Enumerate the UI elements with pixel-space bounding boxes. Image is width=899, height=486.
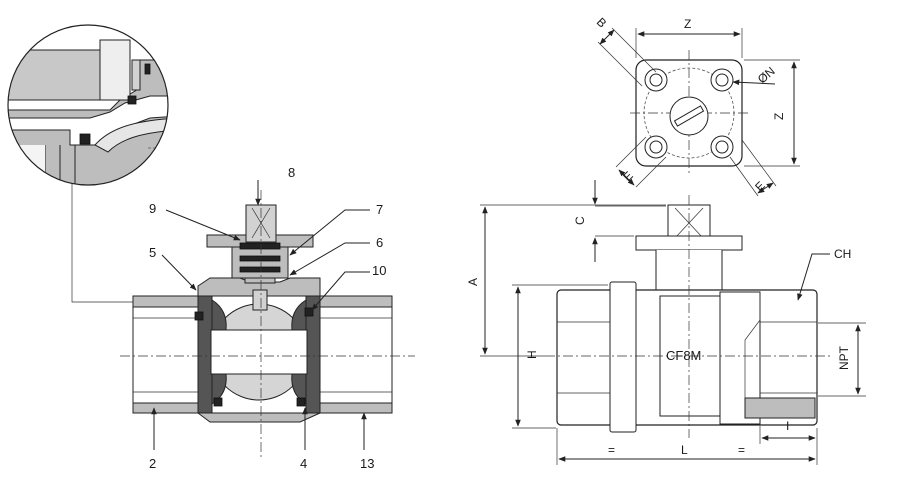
section-view: 8 9 7 6 5 10 2 4 13 xyxy=(120,165,415,471)
dim-eq-right: = xyxy=(738,443,745,457)
dim-b: B xyxy=(594,15,610,31)
part-label-9: 9 xyxy=(149,201,156,216)
dim-npt: NPT xyxy=(837,345,851,370)
part-label-13: 13 xyxy=(360,456,374,471)
dim-eq-left: = xyxy=(608,443,615,457)
dim-l: L xyxy=(681,443,688,457)
part-label-10: 10 xyxy=(372,263,386,278)
dim-c: C xyxy=(573,216,587,225)
part-label-7: 7 xyxy=(376,202,383,217)
part-label-4: 4 xyxy=(300,456,307,471)
top-view-flange: B Z Z ØN E E xyxy=(594,15,800,197)
part-label-8: 8 xyxy=(288,165,295,180)
dim-e-left: E xyxy=(620,169,636,185)
side-view: C A H CH NPT I = L = CF8M xyxy=(466,180,866,465)
dim-h: H xyxy=(525,350,539,359)
dim-z-side: Z xyxy=(772,113,786,120)
dim-i: I xyxy=(786,419,789,433)
part-label-5: 5 xyxy=(149,245,156,260)
part-label-2: 2 xyxy=(149,456,156,471)
dim-z-top: Z xyxy=(684,17,691,31)
part-label-6: 6 xyxy=(376,235,383,250)
material-label: CF8M xyxy=(666,348,701,363)
dim-a: A xyxy=(466,278,480,286)
dim-ch: CH xyxy=(834,247,851,261)
detail-magnifier xyxy=(7,24,239,326)
